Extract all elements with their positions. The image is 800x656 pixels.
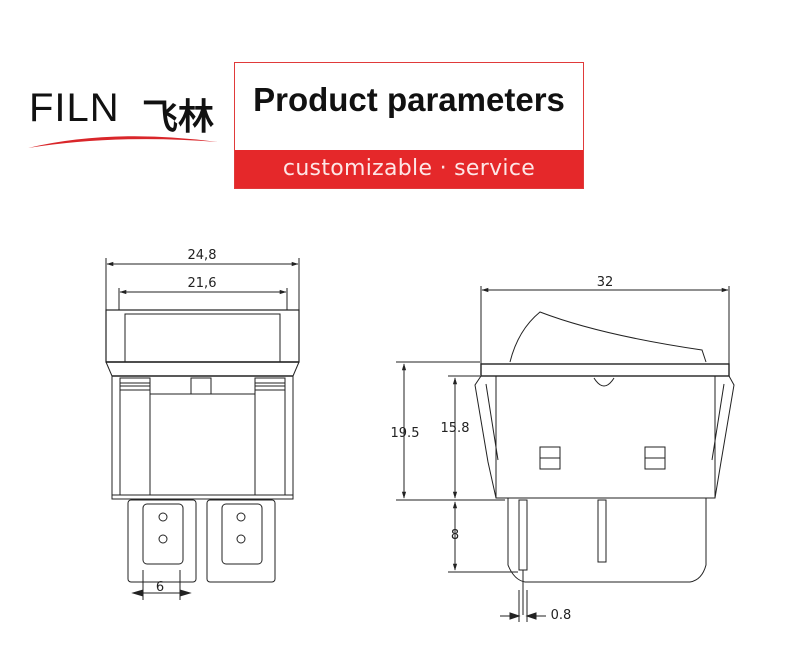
dim-inner-width: 21,6: [188, 276, 217, 291]
page-title: Product parameters: [253, 81, 565, 118]
side-view: [396, 286, 735, 622]
product-parameters-banner: Product parameters customizable · servic…: [234, 62, 584, 189]
dim-length: 32: [597, 275, 614, 290]
logo-swoosh-icon: [28, 136, 218, 148]
brand-name: FILN: [29, 86, 120, 130]
dim-terminal-width: 6: [156, 580, 164, 595]
brand-logo: FILN 飞林: [22, 82, 227, 152]
dim-body-height: 15.8: [441, 421, 470, 436]
brand-name-cn: 飞林: [142, 97, 215, 138]
front-view: [105, 258, 300, 600]
dim-terminal-thickness: 0.8: [551, 608, 572, 623]
dim-overall-width: 24,8: [188, 248, 217, 263]
page-subtitle: customizable · service: [282, 156, 536, 181]
subtitle-band: customizable · service: [235, 150, 583, 188]
dim-terminal-length: 8: [451, 528, 459, 543]
dim-total-height: 19.5: [391, 426, 420, 441]
